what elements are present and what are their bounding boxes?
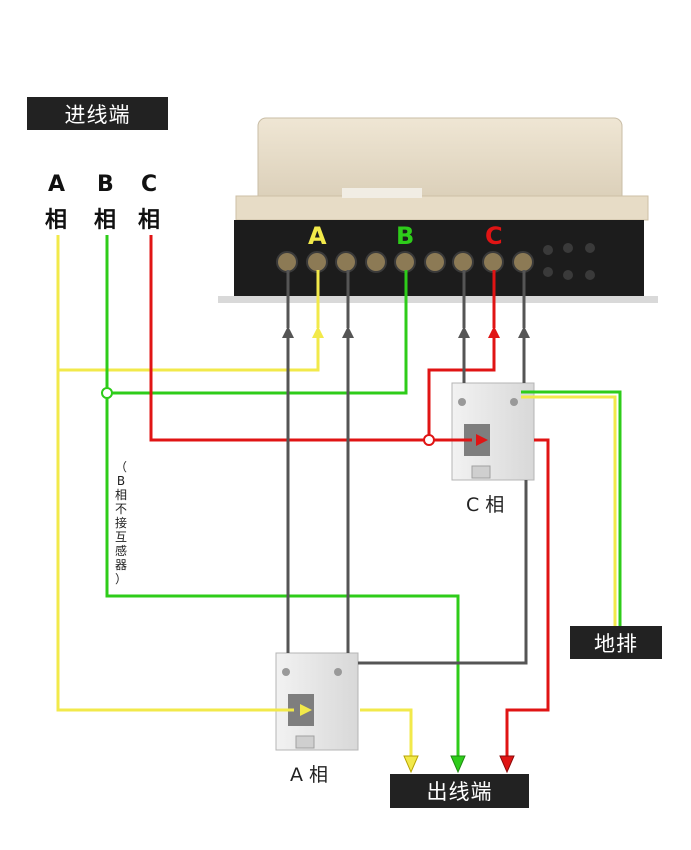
energy-meter: [218, 117, 658, 303]
wire-ground-green: [521, 390, 622, 630]
ct-c-label: C 相: [466, 494, 505, 516]
b-phase-note-char: 接: [114, 516, 127, 530]
meter-aux-holes: [543, 243, 595, 280]
b-phase-note-char: 器: [114, 558, 127, 572]
wire-phase-c-outgoing: [505, 438, 550, 760]
b-phase-note-char: 感: [114, 544, 127, 558]
arrow-up-icon: [518, 326, 530, 338]
wire-signal-a-to-c: [358, 480, 528, 665]
wire-phase-b-incoming: [105, 235, 408, 395]
arrow-down-icon: [403, 755, 419, 774]
current-transformer-a: [275, 652, 359, 751]
b-phase-note-char: ）: [114, 572, 127, 586]
outgoing-label: 出线端: [390, 774, 529, 808]
wire-phase-b-outgoing: [105, 393, 460, 760]
arrow-right-icon: [476, 434, 488, 446]
terminal-screw: [512, 251, 534, 273]
ct-c-tab: [471, 465, 491, 479]
b-phase-note-char: （: [114, 460, 127, 474]
phase-b-char: 相: [94, 208, 117, 233]
ct-a-screw: [282, 668, 290, 676]
phase-c-letter: C: [141, 172, 158, 197]
arrow-up-icon: [282, 326, 294, 338]
ct-a-label: A 相: [290, 764, 329, 786]
ground-bar-label: 地排: [570, 626, 662, 659]
arrows-outgoing: [403, 755, 515, 774]
arrow-down-icon: [450, 755, 466, 774]
b-phase-note: （ B 相 不 接 互 感 器 ）: [112, 460, 130, 586]
current-transformer-c: [451, 382, 535, 481]
terminal-screw: [482, 251, 504, 273]
terminal-screw: [276, 251, 298, 273]
wire-phase-c-meter: [427, 335, 496, 440]
junction-dot-b: [101, 387, 113, 399]
meter-cover: [257, 117, 623, 209]
phase-a-char: 相: [45, 208, 68, 233]
meter-terminal-a-label: A: [308, 222, 327, 250]
b-phase-note-char: B: [116, 474, 126, 488]
ct-a-tab: [295, 735, 315, 749]
wire-ground-yellow: [521, 395, 617, 630]
wire-phase-a-outgoing: [360, 708, 413, 760]
meter-screws: [276, 251, 534, 273]
meter-terminal-c-label: C: [485, 222, 503, 250]
ct-c-screw: [458, 398, 466, 406]
meter-label-strip: [342, 188, 422, 198]
ct-a-screw: [334, 668, 342, 676]
phase-b-letter: B: [97, 172, 114, 197]
meter-base-plate: [218, 296, 658, 303]
arrows-into-meter: [282, 326, 530, 338]
wire-phase-a-incoming: [56, 235, 320, 372]
terminal-screw: [365, 251, 387, 273]
wire-phase-a-to-ct: [56, 370, 294, 712]
b-phase-note-char: 不: [114, 502, 127, 516]
phase-a-letter: A: [48, 172, 66, 197]
b-phase-note-char: 互: [114, 530, 127, 544]
arrow-down-icon: [499, 755, 515, 774]
terminal-screw: [306, 251, 328, 273]
meter-terminal-b-label: B: [396, 222, 415, 250]
terminal-screw: [394, 251, 416, 273]
b-phase-note-char: 相: [114, 488, 127, 502]
wire-phase-c-incoming: [149, 235, 472, 442]
terminal-screw: [424, 251, 446, 273]
phase-c-char: 相: [138, 208, 161, 233]
arrow-up-icon: [488, 326, 500, 338]
meter-cover-lip: [235, 195, 649, 221]
terminal-screw: [452, 251, 474, 273]
terminal-screw: [335, 251, 357, 273]
arrow-up-icon: [458, 326, 470, 338]
incoming-label: 进线端: [27, 97, 168, 130]
arrow-up-icon: [342, 326, 354, 338]
junction-dot-c: [423, 434, 435, 446]
arrow-right-icon: [300, 704, 312, 716]
arrow-up-icon: [312, 326, 324, 338]
ct-c-screw: [510, 398, 518, 406]
